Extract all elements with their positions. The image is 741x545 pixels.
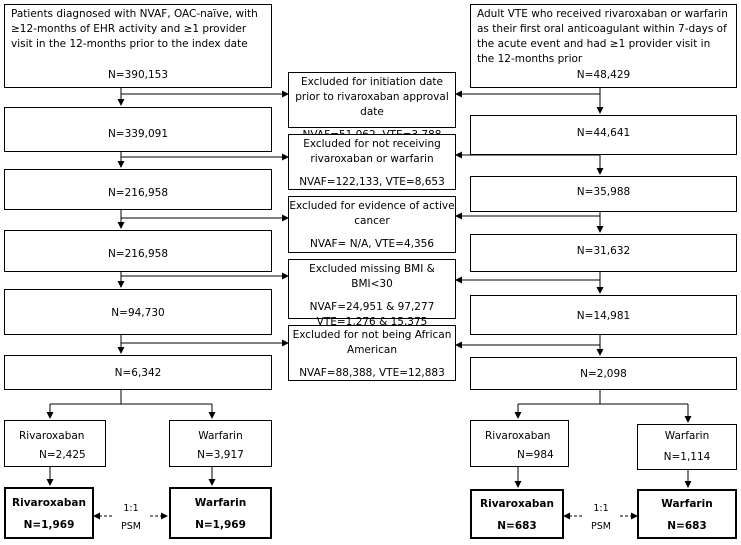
right-psm-ratio: 1:1	[593, 503, 609, 514]
right-rivaroxaban-final-box: Rivaroxaban N=683	[470, 489, 564, 539]
exclusion-5-title: Excluded for not being African American	[292, 329, 452, 356]
left-n3: N=216,958	[107, 248, 169, 260]
right-n2-box: N=35,988	[470, 176, 737, 212]
left-rivaroxaban-box: Rivaroxaban N=2,425	[4, 420, 106, 467]
left-n1: N=339,091	[107, 128, 169, 140]
exclusion-box-3: Excluded for evidence of active cancer N…	[288, 196, 456, 253]
left-n2: N=216,958	[107, 187, 169, 199]
right-rivaroxaban-box: Rivaroxaban N=984	[470, 420, 569, 467]
left-riv-final-label: Rivaroxaban	[12, 497, 86, 509]
exclusion-2-counts: NVAF=122,133, VTE=8,653	[299, 176, 445, 188]
left-warfarin-box: Warfarin N=3,917	[169, 420, 272, 467]
left-war-final-n: N=1,969	[195, 519, 246, 531]
left-n5-box: N=6,342	[4, 355, 272, 390]
left-riv-n: N=2,425	[39, 449, 86, 461]
right-war-final-label: Warfarin	[661, 498, 713, 510]
right-warfarin-final-box: Warfarin N=683	[637, 489, 737, 539]
right-riv-label: Rivaroxaban	[485, 430, 551, 442]
left-war-n: N=3,917	[197, 449, 244, 461]
right-n3: N=31,632	[576, 245, 631, 257]
right-n5: N=2,098	[580, 368, 627, 380]
exclusion-3-counts: NVAF= N/A, VTE=4,356	[309, 238, 435, 250]
left-riv-label: Rivaroxaban	[19, 430, 85, 442]
right-n4: N=14,981	[576, 310, 631, 322]
left-n4: N=94,730	[111, 307, 165, 319]
right-n3-box: N=31,632	[470, 234, 737, 272]
right-n5-box: N=2,098	[470, 357, 737, 390]
left-riv-final-n: N=1,969	[23, 519, 75, 531]
exclusion-box-5: Excluded for not being African American …	[288, 325, 456, 381]
right-header-box: Adult VTE who received rivaroxaban or wa…	[470, 4, 737, 88]
exclusion-box-1: Excluded for initiation date prior to ri…	[288, 72, 456, 141]
right-n2: N=35,988	[576, 186, 631, 198]
left-rivaroxaban-final-box: Rivaroxaban N=1,969	[4, 487, 94, 539]
left-war-final-label: Warfarin	[194, 497, 247, 509]
left-war-label: Warfarin	[198, 430, 243, 442]
right-header-text: Adult VTE who received rivaroxaban or wa…	[477, 8, 728, 65]
right-n0: N=48,429	[576, 69, 631, 81]
right-n1: N=44,641	[576, 127, 631, 139]
left-psm-ratio: 1:1	[123, 503, 139, 514]
left-n3-box: N=216,958	[4, 230, 272, 272]
right-riv-n: N=984	[517, 449, 554, 461]
exclusion-box-2: Excluded for not receiving rivaroxaban o…	[288, 134, 456, 190]
right-riv-final-n: N=683	[497, 520, 537, 532]
exclusion-3-title: Excluded for evidence of active cancer	[289, 200, 455, 227]
exclusion-4-counts: NVAF=24,951 & 97,277	[309, 301, 435, 313]
left-n0: N=390,153	[107, 69, 169, 81]
right-war-final-n: N=683	[667, 520, 707, 532]
left-psm-label: 1:1 PSM	[111, 503, 151, 533]
left-n4-box: N=94,730	[4, 289, 272, 335]
right-psm-text: PSM	[591, 521, 611, 532]
right-n4-box: N=14,981	[470, 295, 737, 335]
right-war-n: N=1,114	[663, 451, 711, 463]
right-war-label: Warfarin	[664, 430, 710, 442]
exclusion-2-title: Excluded for not receiving rivaroxaban o…	[303, 138, 441, 165]
left-n2-box: N=216,958	[4, 169, 272, 210]
right-warfarin-box: Warfarin N=1,114	[637, 424, 737, 470]
right-riv-final-label: Rivaroxaban	[480, 498, 554, 510]
exclusion-4-title: Excluded missing BMI & BMI<30	[309, 263, 435, 290]
right-psm-label: 1:1 PSM	[581, 503, 621, 533]
left-psm-text: PSM	[121, 521, 141, 532]
left-n1-box: N=339,091	[4, 107, 272, 152]
left-warfarin-final-box: Warfarin N=1,969	[169, 487, 272, 539]
left-header-text: Patients diagnosed with NVAF, OAC-naïve,…	[11, 8, 258, 50]
exclusion-1-title: Excluded for initiation date prior to ri…	[295, 76, 449, 118]
exclusion-box-4: Excluded missing BMI & BMI<30 NVAF=24,95…	[288, 259, 456, 328]
left-header-box: Patients diagnosed with NVAF, OAC-naïve,…	[4, 4, 272, 88]
left-n5: N=6,342	[114, 367, 162, 379]
exclusion-5-counts: NVAF=88,388, VTE=12,883	[299, 367, 445, 379]
right-n1-box: N=44,641	[470, 115, 737, 155]
